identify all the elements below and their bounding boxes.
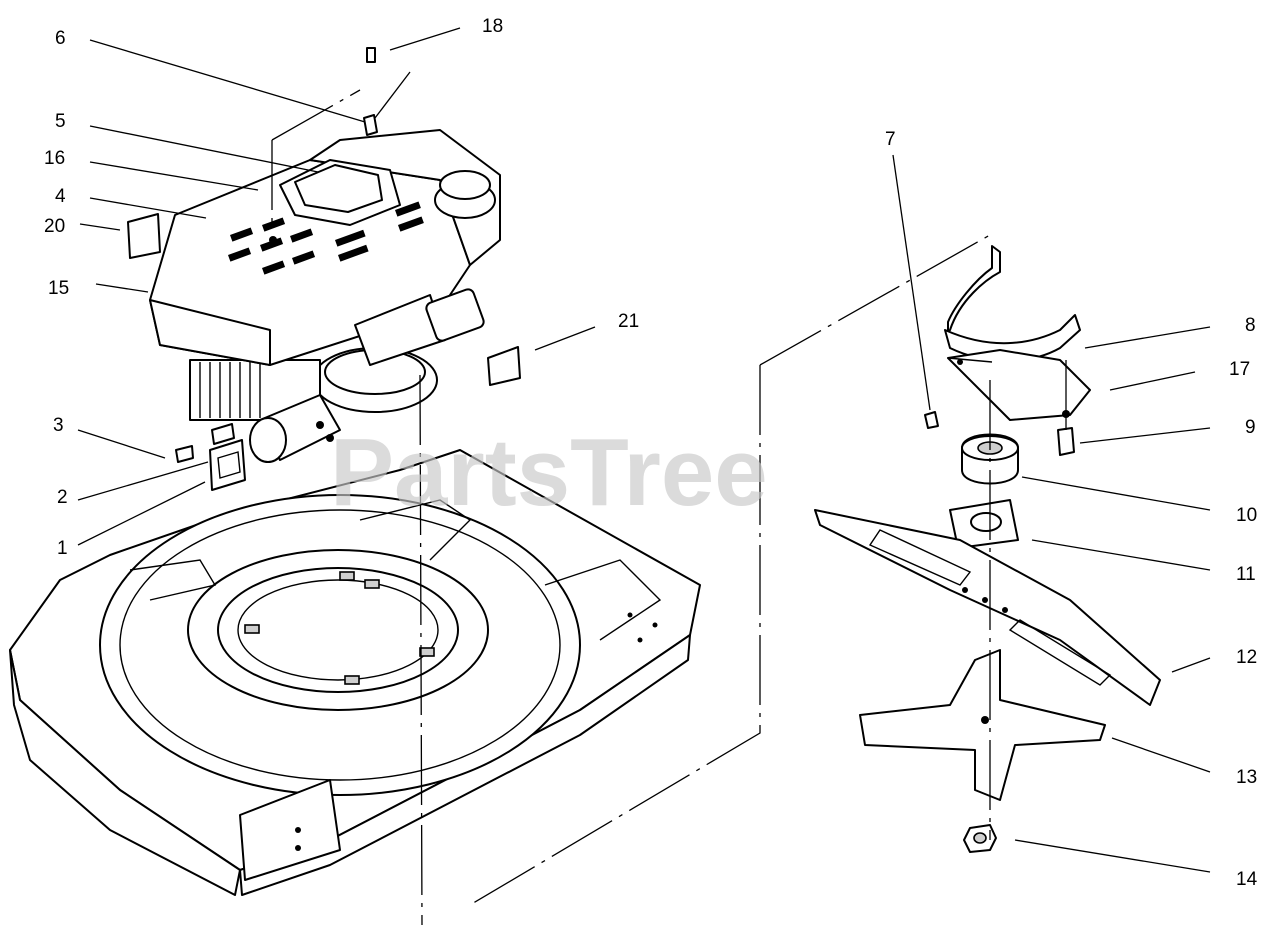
blade-assembly (814, 245, 1161, 853)
callout-17: 17 (1229, 359, 1250, 380)
callout-15: 15 (48, 278, 69, 299)
callout-1: 1 (57, 538, 68, 559)
callout-4: 4 (55, 186, 66, 207)
callout-14: 14 (1236, 869, 1258, 890)
watermark: PartsTree (330, 419, 768, 526)
callout-2: 2 (57, 487, 68, 508)
callout-20: 20 (44, 216, 65, 237)
callout-10: 10 (1236, 505, 1257, 526)
callout-9: 9 (1245, 417, 1256, 438)
callout-16: 16 (44, 148, 65, 169)
leader-lines (77, 27, 1211, 873)
small-parts (127, 47, 521, 491)
callout-13: 13 (1236, 767, 1257, 788)
engine-assembly (149, 129, 501, 463)
callout-5: 5 (55, 111, 66, 132)
mower-deck (9, 449, 701, 896)
callout-6: 6 (55, 28, 66, 49)
callout-8: 8 (1245, 315, 1256, 336)
callout-18: 18 (482, 16, 503, 37)
callout-3: 3 (53, 415, 64, 436)
callout-21: 21 (618, 311, 639, 332)
assembly-lines (271, 89, 1067, 926)
callout-7: 7 (885, 129, 896, 150)
callout-11: 11 (1236, 564, 1256, 585)
callout-labels: 6 18 5 16 4 20 15 21 3 2 1 7 8 17 9 10 1… (44, 16, 1258, 890)
callout-12: 12 (1236, 647, 1257, 668)
